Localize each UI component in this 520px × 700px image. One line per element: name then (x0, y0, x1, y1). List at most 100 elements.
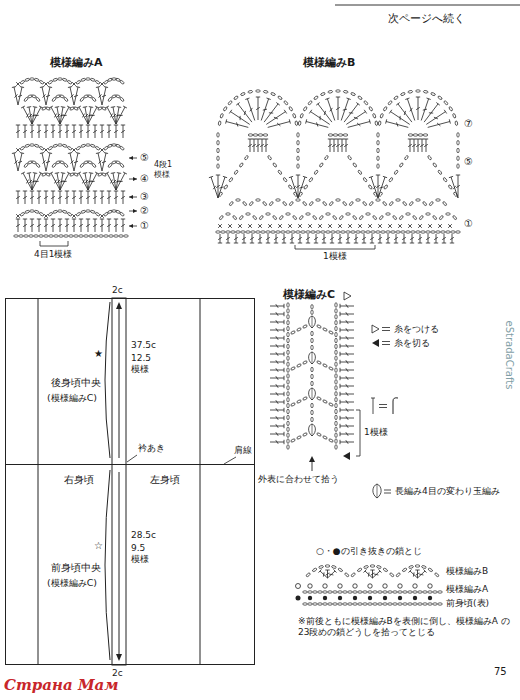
chain-stitch (322, 363, 327, 367)
chain-stitch (335, 374, 337, 379)
chain-stitch (251, 231, 256, 233)
chain-stitch (346, 213, 351, 215)
single-crochet (238, 224, 242, 228)
chain-stitch (322, 435, 327, 439)
row-label: 前身頃(表) (446, 598, 489, 609)
chain-stitch (427, 155, 432, 160)
double-crochet (284, 352, 285, 356)
chain-stitch (308, 591, 313, 593)
chain-stitch (338, 603, 343, 605)
double-crochet (43, 94, 46, 97)
chain-stitch (412, 215, 417, 220)
double-crochet (449, 119, 450, 123)
double-crochet (23, 107, 32, 124)
double-crochet (409, 569, 412, 572)
chain-stitch (303, 106, 308, 111)
chain-stitch (335, 320, 337, 325)
double-crochet (346, 376, 348, 380)
chain-stitch (261, 231, 266, 233)
double-crochet (316, 103, 320, 106)
chain-stitch (263, 90, 268, 93)
double-crochet (276, 304, 278, 308)
double-crochet (93, 224, 97, 226)
double-crochet (346, 416, 348, 420)
double-crochet (346, 328, 348, 332)
chain-stitch (423, 603, 428, 605)
chain-stitch (292, 113, 296, 118)
chain-stitch (335, 392, 337, 397)
chain-stitch (48, 146, 53, 151)
region-label: 右身頃 (64, 474, 94, 486)
double-crochet (404, 111, 405, 115)
double-crochet (260, 144, 264, 146)
dimension: 37.5c (131, 340, 156, 351)
row-number: ① (464, 218, 473, 230)
double-crochet (226, 243, 230, 244)
chain-stitch (338, 591, 343, 593)
chain-stitch (363, 591, 368, 593)
double-crochet (49, 172, 53, 174)
double-crochet (424, 569, 427, 572)
double-crochet (42, 87, 46, 105)
chain-stitch (81, 210, 86, 214)
chain-stitch (276, 199, 281, 201)
chain-stitch (328, 134, 333, 136)
chain-stitch (376, 199, 381, 201)
single-crochet (44, 214, 48, 218)
double-crochet (357, 123, 360, 126)
direction-arrow (116, 302, 122, 309)
chain-stitch (54, 235, 59, 237)
double-crochet (72, 219, 76, 220)
double-crochet (76, 87, 80, 88)
double-crochet (266, 112, 285, 125)
chain-stitch (44, 235, 49, 237)
chain-stitch (226, 213, 231, 215)
chain-stitch (86, 144, 91, 146)
open-slip-mark (296, 584, 301, 589)
chain-stitch (287, 374, 289, 379)
single-crochet (268, 224, 272, 228)
double-crochet (51, 224, 55, 226)
chain-stitch (335, 344, 337, 349)
chain-stitch (348, 603, 353, 605)
single-crochet (288, 224, 292, 228)
chain-stitch (31, 160, 36, 164)
double-crochet (340, 352, 341, 356)
double-crochet (111, 180, 113, 184)
chain-stitch (436, 231, 441, 233)
chain-stitch (439, 215, 444, 220)
chain-stitch (59, 160, 64, 164)
chain-stitch (328, 366, 333, 370)
bobble-symbol (377, 484, 378, 498)
double-crochet (33, 172, 37, 174)
chain-stitch (371, 231, 376, 233)
double-crochet (231, 112, 250, 125)
double-crochet (23, 130, 27, 132)
double-crochet (456, 175, 460, 176)
double-crochet (386, 122, 408, 128)
dimension: 2c (112, 285, 123, 296)
watermark: eStradaCrafts (503, 321, 515, 390)
chain-stitch (452, 113, 456, 118)
double-crochet (274, 243, 278, 244)
single-crochet (278, 224, 282, 228)
chain-stitch (62, 210, 67, 214)
row-label: 模様編みB (446, 566, 488, 577)
chain-stitch (335, 380, 337, 385)
chain-stitch (428, 568, 433, 572)
double-crochet (369, 119, 370, 123)
chain-stitch (236, 199, 241, 201)
double-crochet (23, 219, 27, 220)
double-crochet (51, 196, 55, 198)
double-crochet (79, 125, 83, 126)
repeat-bracket (356, 410, 360, 456)
double-crochet (121, 130, 125, 132)
chain-stitch (30, 78, 35, 80)
double-crochet (284, 440, 285, 444)
double-crochet (79, 130, 83, 132)
double-crochet (216, 175, 220, 176)
double-crochet (74, 87, 78, 105)
double-crochet (277, 123, 280, 126)
single-crochet (408, 224, 412, 228)
open-slip-mark (368, 584, 372, 588)
